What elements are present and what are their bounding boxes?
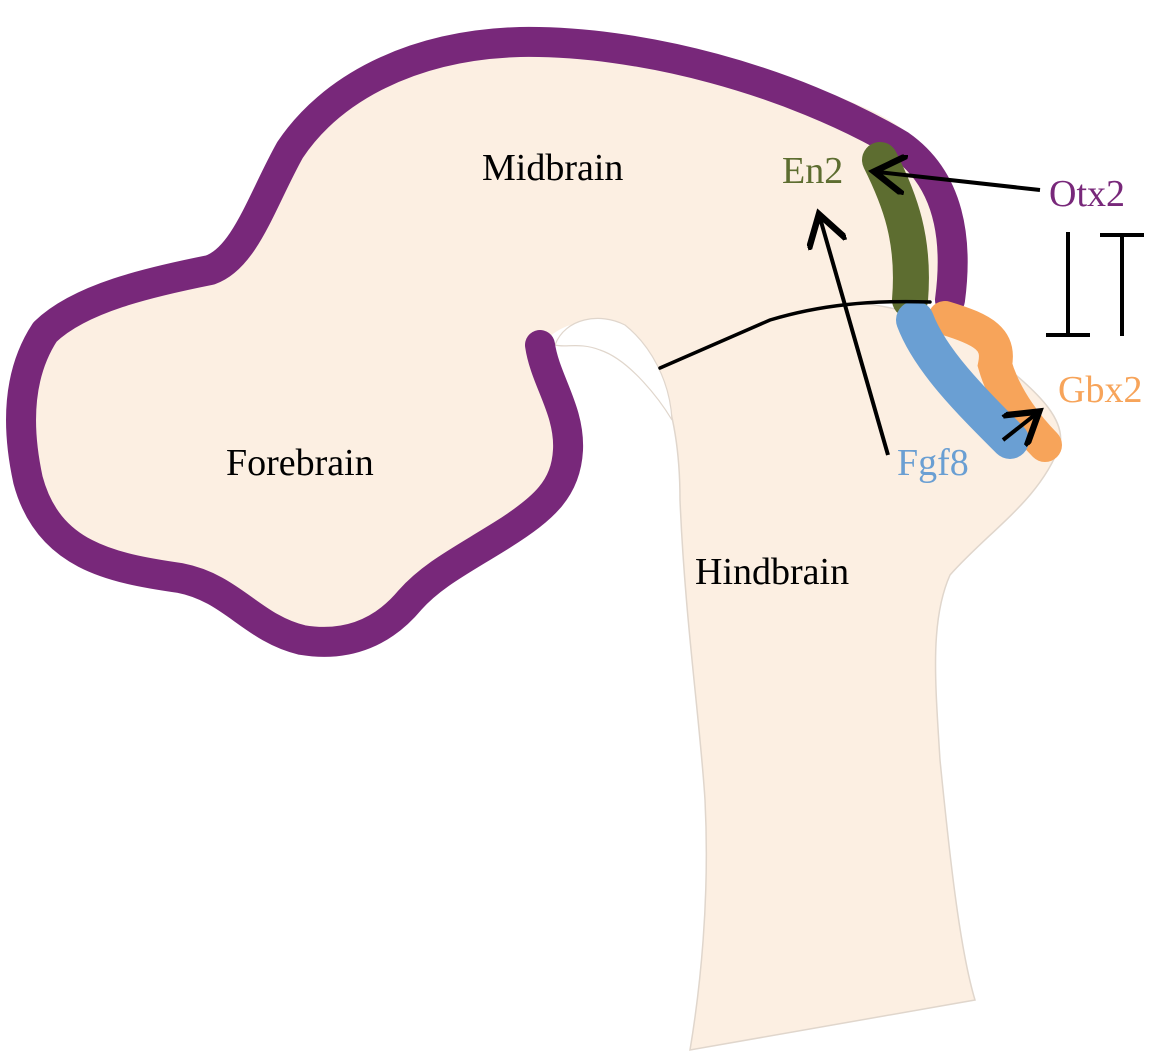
en2-label: En2 [782,150,843,192]
forebrain-label: Forebrain [226,442,374,484]
midbrain-label: Midbrain [482,147,623,189]
gbx2-label: Gbx2 [1058,369,1142,411]
gbx2-inhibits-otx2-symbol [1100,235,1144,336]
otx2-label: Otx2 [1049,173,1125,215]
fgf8-label: Fgf8 [897,442,969,484]
hindbrain-label: Hindbrain [695,551,849,593]
otx2-inhibits-gbx2-symbol [1046,232,1090,335]
